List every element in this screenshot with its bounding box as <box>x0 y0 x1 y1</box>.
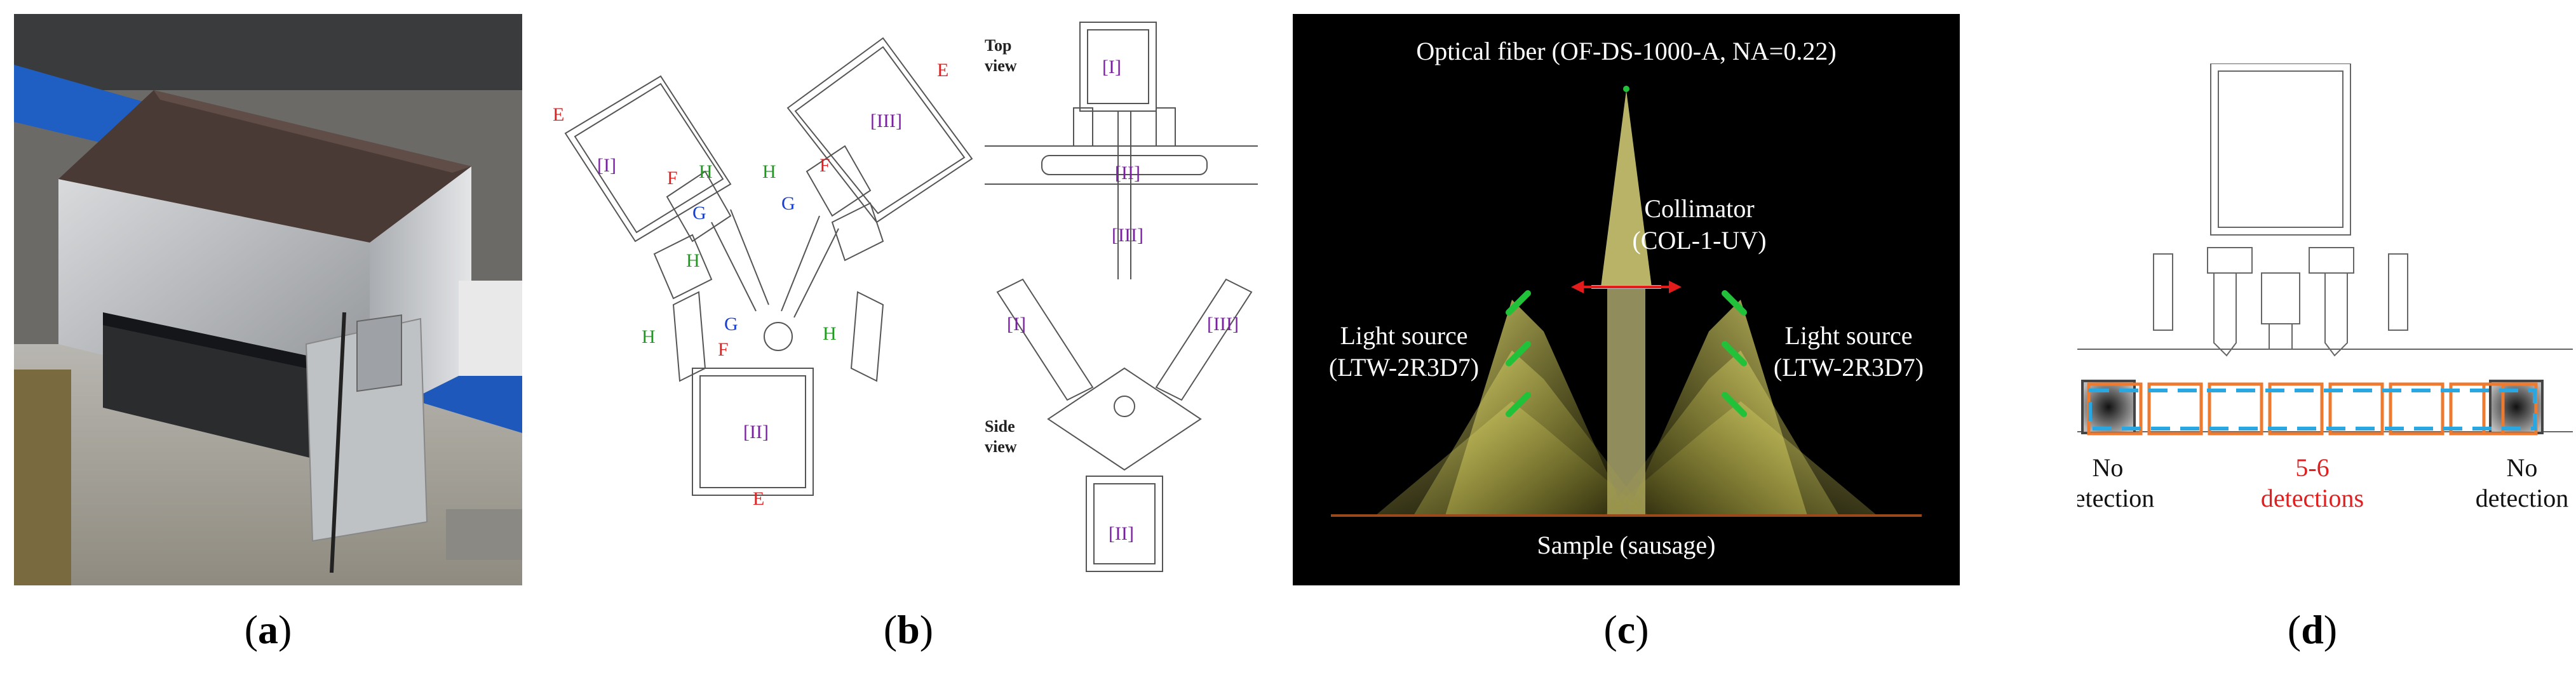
side-view-label-line1: Side <box>985 417 1015 436</box>
letter-e-left: E <box>553 104 564 125</box>
side-view-label-i: [I] <box>1007 314 1026 335</box>
caption-d: (d) <box>2287 607 2338 652</box>
top-view-label-ii: [II] <box>1115 163 1140 183</box>
part-label-i: [I] <box>597 155 616 176</box>
detections-count-label: 5-6 <box>2295 453 2329 482</box>
light-source-left-line2: (LTW-2R3D7) <box>1329 353 1479 382</box>
no-detection-right-line1: No <box>2507 453 2538 482</box>
letter-h-4: H <box>642 326 656 347</box>
panel-c-optics: Optical fiber (OF-DS-1000-A, NA=0.22) Co… <box>1293 14 1960 585</box>
sensor-arrangement-drawing: [I] [III] [II] [I] [II] [III] [I] [III] … <box>553 22 1258 572</box>
caption-b: (b) <box>883 607 934 652</box>
panel-a-photo <box>14 14 522 585</box>
panel-b-diagram: [I] [III] [II] [I] [II] [III] [I] [III] … <box>540 13 1277 590</box>
light-source-left-line1: Light source <box>1340 321 1467 350</box>
letter-f-right: F <box>819 155 830 176</box>
top-view-label-line2: view <box>985 57 1017 75</box>
letter-e-right: E <box>937 60 948 81</box>
top-view-label-iii: [III] <box>1112 225 1143 246</box>
letter-h-3: H <box>686 250 700 271</box>
top-view-label-i: [I] <box>1102 57 1121 77</box>
light-source-right-line1: Light source <box>1784 321 1912 350</box>
optical-schematic: Optical fiber (OF-DS-1000-A, NA=0.22) Co… <box>1293 14 1960 585</box>
letter-g-left: G <box>692 203 706 223</box>
letter-f-bottom: F <box>718 339 729 360</box>
side-view-label-iii: [III] <box>1207 314 1239 335</box>
letter-e-bottom: E <box>753 488 764 509</box>
letter-h-2: H <box>762 161 776 182</box>
collimator-label-line1: Collimator <box>1644 194 1754 223</box>
detections-word-label: detections <box>2261 484 2364 512</box>
machine-photo <box>14 14 522 585</box>
letter-f-left: F <box>667 168 678 189</box>
fiber-label: Optical fiber (OF-DS-1000-A, NA=0.22) <box>1416 37 1836 65</box>
detection-diagram: No detection 5-6 detections No detection <box>2061 63 2573 512</box>
light-source-right-line2: (LTW-2R3D7) <box>1774 353 1924 382</box>
side-view-label-ii: [II] <box>1109 523 1134 544</box>
part-label-iii: [III] <box>870 110 902 131</box>
side-view-label-line2: view <box>985 437 1017 456</box>
part-label-ii: [II] <box>743 422 769 443</box>
letter-h-1: H <box>699 161 713 182</box>
caption-a: (a) <box>244 607 292 652</box>
panel-d-detections: No detection 5-6 detections No detection <box>2061 63 2573 546</box>
top-view-label-line1: Top <box>985 36 1011 55</box>
no-detection-right-line2: detection <box>2476 484 2569 512</box>
caption-c: (c) <box>1603 607 1649 652</box>
letter-h-5: H <box>823 323 837 344</box>
no-detection-left-line1: No <box>2093 453 2124 482</box>
letter-g-right: G <box>781 193 795 214</box>
no-detection-left-line2: detection <box>2077 484 2154 512</box>
letter-g-bottom: G <box>724 314 738 335</box>
collimator-label-line2: (COL-1-UV) <box>1632 226 1766 255</box>
sample-label: Sample (sausage) <box>1537 531 1715 559</box>
